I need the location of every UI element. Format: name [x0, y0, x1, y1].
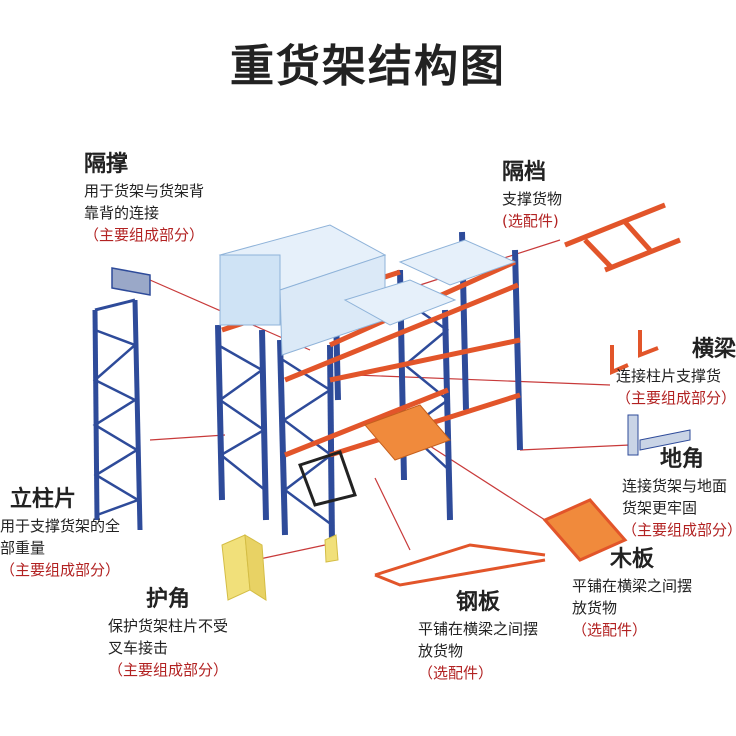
label-gangban-desc: 平铺在横梁之间摆放货物 — [418, 620, 539, 660]
wood-board-part — [542, 498, 628, 562]
beam-part — [610, 330, 659, 376]
leader-hujiao — [254, 544, 326, 561]
label-hujiao-note: （主要组成部分） — [108, 661, 229, 679]
label-gedang-desc: 支撑货物 — [502, 190, 563, 208]
rack-decks — [298, 404, 451, 507]
label-gangban: 钢板 平铺在横梁之间摆放货物 （选配件） — [418, 588, 548, 684]
label-lizhupian: 立柱片 用于支撑货架的全部重量 （主要组成部分） — [0, 485, 120, 581]
pallets-and-goods — [218, 224, 517, 356]
label-muban-desc: 平铺在横梁之间摆放货物 — [572, 577, 693, 617]
label-gedang-name: 隔档 — [502, 160, 547, 185]
label-hengliang-desc: 连接柱片支撑货 — [616, 367, 722, 385]
label-hengliang-note: （主要组成部分） — [616, 389, 736, 407]
label-hujiao-desc: 保护货架柱片不受叉车接击 — [108, 617, 229, 657]
label-muban-note: （选配件） — [572, 621, 648, 639]
spacer-bar-part — [564, 202, 681, 273]
upright-frame-standalone — [92, 298, 143, 531]
page-title: 重货架结构图 — [230, 41, 506, 92]
leader-dijiao — [519, 444, 631, 451]
steel-plate-part — [374, 543, 546, 587]
label-gangban-name: 钢板 — [456, 590, 501, 615]
label-lizhupian-name: 立柱片 — [10, 487, 77, 512]
label-hengliang: 横梁 连接柱片支撑货 （主要组成部分） — [616, 335, 736, 409]
label-dijiao-desc: 连接货架与地面货架更牢固 — [622, 477, 728, 517]
label-dijiao: 地角 连接货架与地面货架更牢固 （主要组成部分） — [622, 445, 736, 541]
label-gegechang-name: 隔撑 — [84, 152, 129, 177]
spacer-bracket-part — [111, 267, 151, 296]
label-dijiao-name: 地角 — [660, 447, 705, 472]
label-gedang: 隔档 支撑货物 (选配件) — [502, 158, 622, 232]
label-gegechang: 隔撑 用于货架与货架背靠背的连接 （主要组成部分） — [84, 150, 204, 246]
leader-hengliang — [354, 374, 611, 386]
label-gegechang-note: （主要组成部分） — [84, 226, 205, 244]
label-lizhupian-desc: 用于支撑货架的全部重量 — [0, 517, 120, 557]
label-hengliang-name: 横梁 — [691, 337, 736, 362]
base-plate-part — [627, 414, 691, 456]
label-muban-name: 木板 — [610, 547, 655, 572]
label-dijiao-note: （主要组成部分） — [622, 521, 736, 539]
label-gangban-note: （选配件） — [418, 664, 494, 682]
label-gedang-note: (选配件) — [502, 212, 559, 230]
leader-gangban — [374, 477, 411, 551]
label-hujiao-name: 护角 — [146, 587, 191, 612]
corner-guard-part — [221, 534, 339, 601]
label-lizhupian-note: （主要组成部分） — [0, 561, 120, 579]
label-hujiao: 护角 保护货架柱片不受叉车接击 （主要组成部分） — [108, 585, 238, 681]
label-gegechang-desc: 用于货架与货架背靠背的连接 — [84, 182, 205, 222]
label-muban: 木板 平铺在横梁之间摆放货物 （选配件） — [572, 545, 702, 641]
leader-lizhupian — [149, 434, 226, 441]
